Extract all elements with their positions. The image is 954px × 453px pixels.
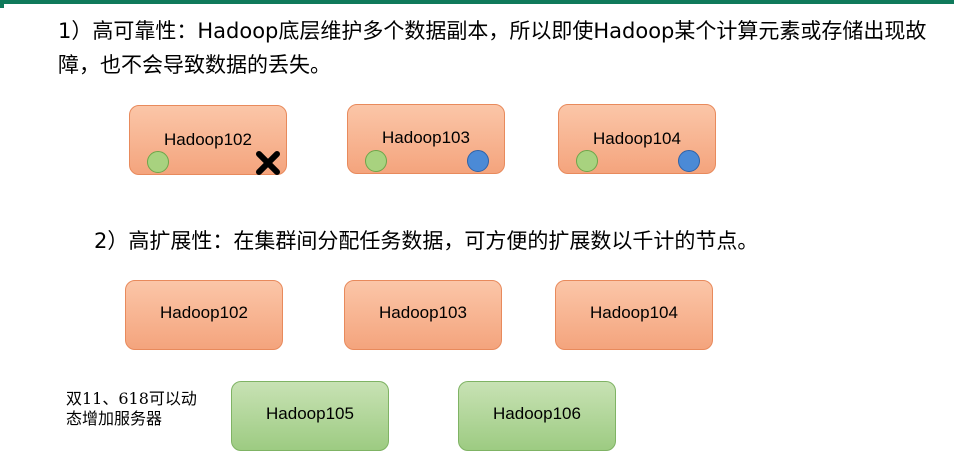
node-label: Hadoop104 [590, 303, 678, 322]
node-hadoop102-reliability: Hadoop102 [129, 105, 287, 175]
node-hadoop104-reliability: Hadoop104 [558, 104, 716, 174]
failure-x-icon [256, 151, 280, 175]
top-accent-rule [0, 0, 954, 4]
node-hadoop103-scalability: Hadoop103 [344, 280, 502, 350]
reliability-paragraph: 1）高可靠性：Hadoop底层维护多个数据副本，所以即使Hadoop某个计算元素… [58, 19, 927, 77]
node-hadoop105-added: Hadoop105 [231, 381, 389, 451]
replica-green-dot [576, 150, 598, 172]
replica-blue-dot [467, 150, 489, 172]
replica-green-dot [365, 150, 387, 172]
replica-green-dot [147, 151, 169, 173]
top-accent-corner [0, 0, 4, 8]
node-label: Hadoop105 [266, 404, 354, 423]
node-label: Hadoop102 [164, 130, 252, 149]
node-label: Hadoop103 [379, 303, 467, 322]
node-label: Hadoop106 [493, 404, 581, 423]
dynamic-scaling-note: 双11、618可以动 态增加服务器 [66, 389, 197, 428]
node-hadoop103-reliability: Hadoop103 [347, 104, 505, 174]
scalability-paragraph: 2）高扩展性：在集群间分配任务数据，可方便的扩展数以千计的节点。 [94, 229, 759, 253]
replica-blue-dot [678, 150, 700, 172]
node-hadoop104-scalability: Hadoop104 [555, 280, 713, 350]
node-label: Hadoop103 [382, 128, 470, 147]
node-label: Hadoop104 [593, 129, 681, 148]
node-label: Hadoop102 [160, 303, 248, 322]
node-hadoop106-added: Hadoop106 [458, 381, 616, 451]
node-hadoop102-scalability: Hadoop102 [125, 280, 283, 350]
